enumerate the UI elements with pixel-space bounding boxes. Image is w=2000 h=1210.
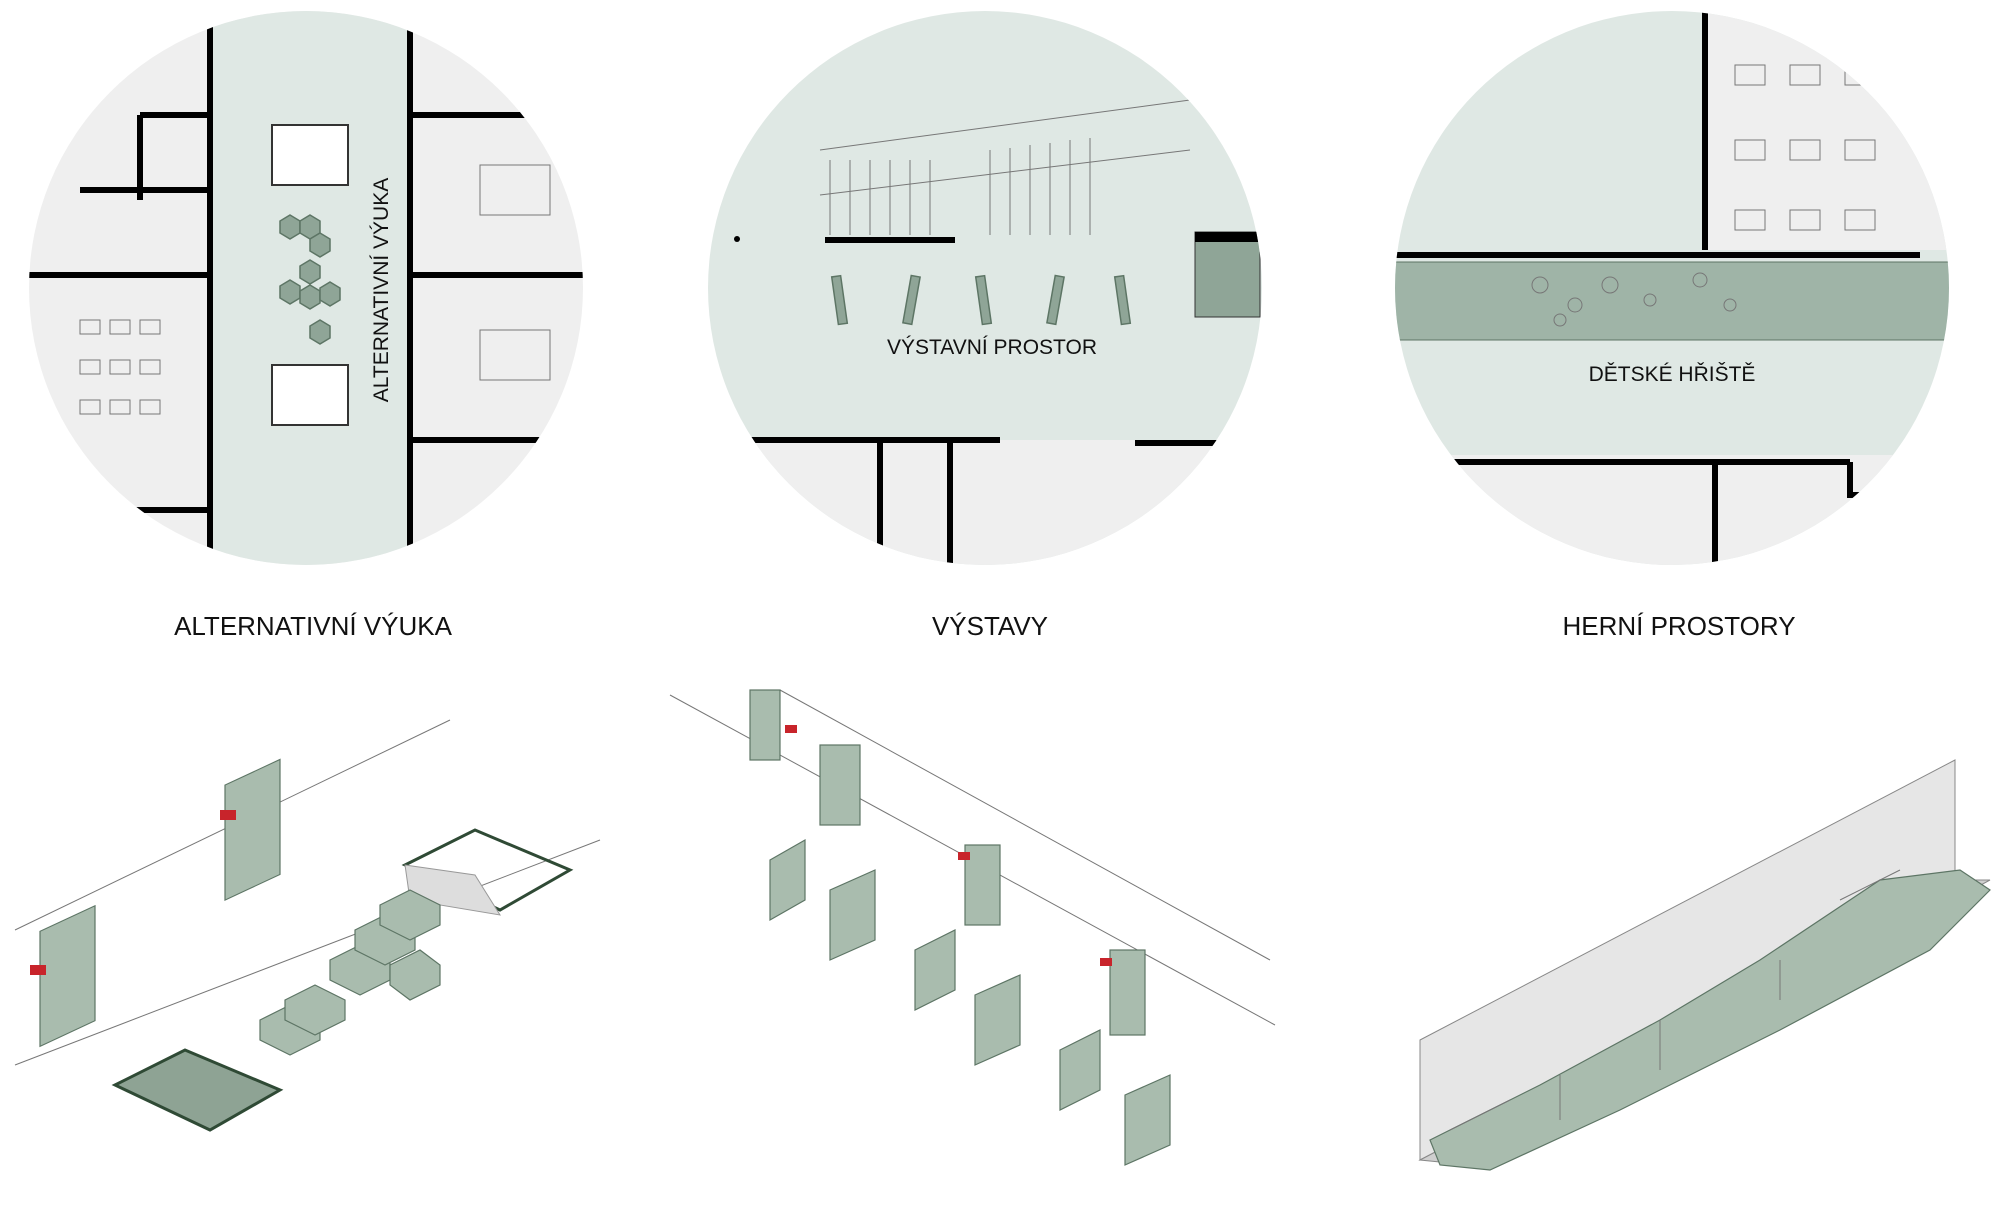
play-structure: [1395, 261, 1949, 341]
exhibition-walls: [769, 838, 1171, 1166]
skylight-railing: [111, 828, 574, 1132]
plan-circle-playground: DĚTSKÉ HŘIŠTĚ: [1395, 11, 1949, 565]
plan-circle-exhibitions: VÝSTAVNÍ PROSTOR: [708, 11, 1262, 565]
door-frame: [30, 758, 281, 1048]
skylight: [271, 364, 349, 426]
plan-label: VÝSTAVNÍ PROSTOR: [887, 336, 1097, 359]
skylight: [271, 124, 349, 186]
exhibition-panels: [830, 274, 1132, 326]
isometric-playground: [1418, 759, 1991, 1171]
isometric-alternative-teaching: [14, 719, 601, 1132]
panel-title: VÝSTAVY: [932, 611, 1048, 641]
isometric-exhibitions: [669, 689, 1276, 1166]
door-frame: [749, 689, 1146, 1036]
hexagon-seating: [279, 214, 341, 345]
plan-label: DĚTSKÉ HŘIŠTĚ: [1589, 363, 1756, 386]
plan-label: ALTERNATIVNÍ VÝUKA: [370, 178, 393, 402]
panel-title: HERNÍ PROSTORY: [1562, 611, 1795, 641]
panel-title: ALTERNATIVNÍ VÝUKA: [174, 611, 453, 641]
plan-circle-alternative-teaching: ALTERNATIVNÍ VÝUKA: [29, 11, 583, 565]
hexagon-seating-3d: [259, 889, 441, 1056]
